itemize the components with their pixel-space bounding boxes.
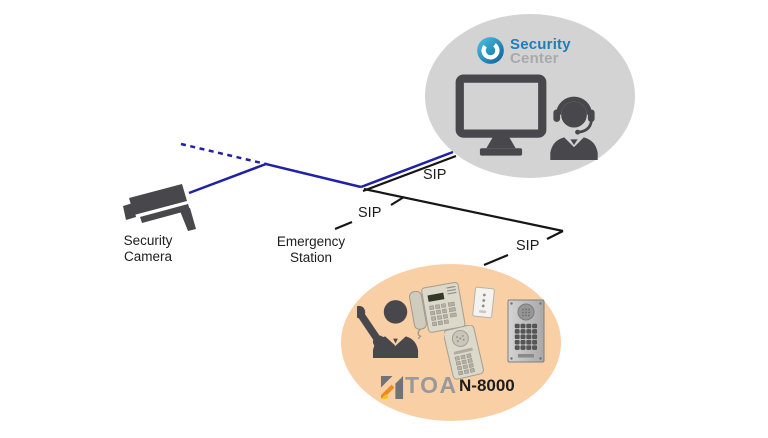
security-center-logo: Security Center: [475, 35, 571, 67]
monitor-icon: [455, 74, 547, 156]
door-station-icon: [507, 299, 545, 363]
wall-panel-icon: [472, 286, 495, 319]
camera-video-line-dashed: [180, 142, 267, 166]
operator-headset-icon: [550, 96, 598, 160]
security-center-logo-icon: [477, 37, 504, 64]
sip-label-emergency-station: SIP: [358, 205, 382, 221]
desk-intercom-icon: [409, 281, 466, 339]
security-center-title-secondary: Center: [510, 50, 559, 67]
operator-phone-icon: [357, 300, 419, 358]
security-camera-label: Security Camera: [104, 233, 192, 266]
security-center-zone: Security Center: [425, 14, 635, 178]
n8000-model-text: N-8000: [459, 376, 515, 395]
security-camera-label-line2: Camera: [123, 249, 172, 265]
security-camera-icon: [123, 184, 196, 231]
trunk-line: [363, 187, 564, 233]
emergency-station-label-line1: Emergency: [276, 234, 346, 249]
toa-brand-text: TOA: [405, 372, 458, 398]
toa-logo-icon: [380, 375, 404, 400]
security-center-title-primary: Security: [510, 36, 571, 53]
sip-label-n8000: SIP: [516, 238, 540, 254]
security-camera-label-line1: Security: [123, 233, 173, 248]
handheld-station-icon: [444, 325, 484, 380]
camera-video-line: [188, 162, 362, 195]
emergency-station-label-line2: Station: [289, 250, 333, 266]
sip-label-security-center: SIP: [423, 167, 447, 183]
emergency-station-label: Emergency Station: [266, 234, 356, 267]
n8000-zone: TOA N-8000: [341, 264, 561, 421]
